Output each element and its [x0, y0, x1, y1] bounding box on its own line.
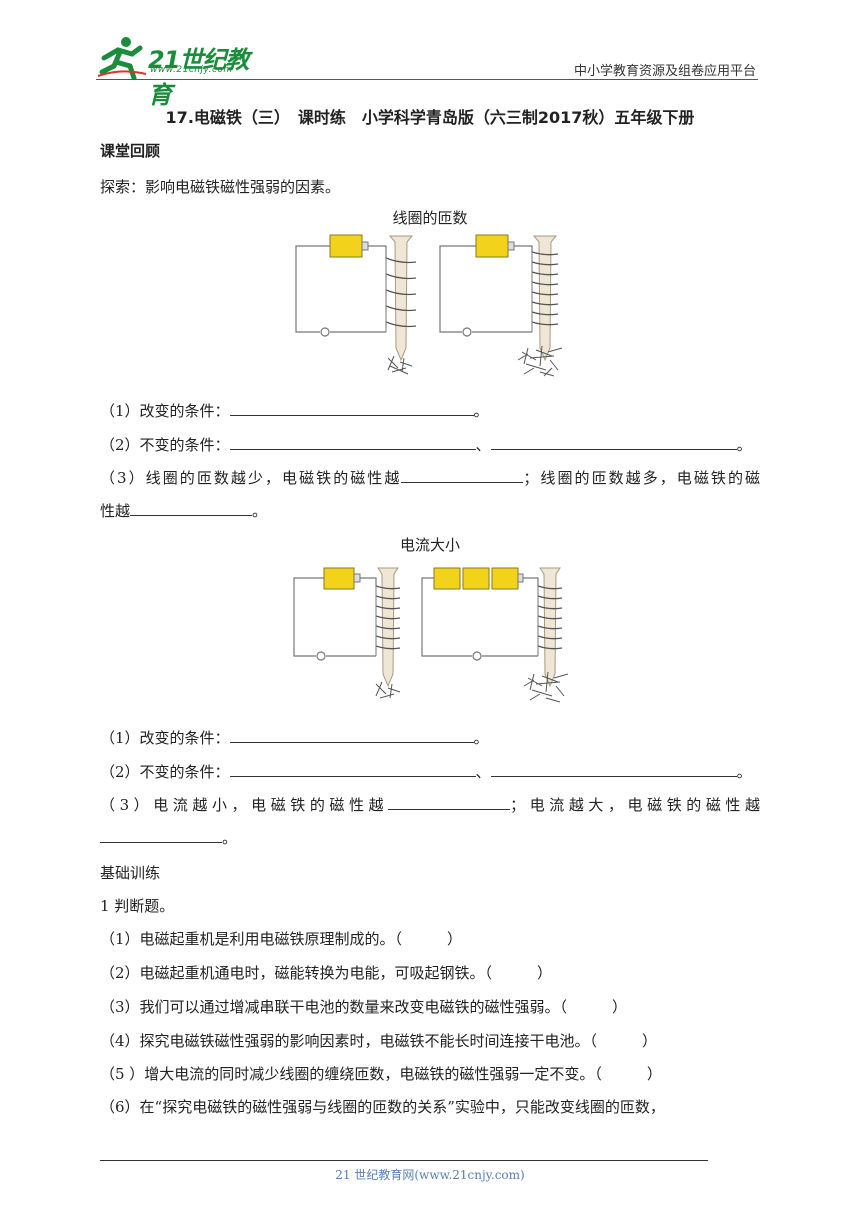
figure-coil-turns [295, 234, 563, 377]
judge-item: （5 ）增大电流的同时减少线圈的缠绕匝数，电磁铁的磁性强弱一定不变。（ ） [100, 1065, 662, 1083]
judge-item: （2）电磁起重机通电时，磁能转换为电能，可吸起钢铁。（ ） [100, 964, 553, 982]
answer-blank[interactable] [490, 762, 737, 777]
q2-relation-line1: （3）电流越小，电磁铁的磁性越；电流越大，电磁铁的磁性越 [100, 795, 760, 814]
q1-relation-line1: （3）线圈的匝数越少，电磁铁的磁性越；线圈的匝数越多，电磁铁的磁 [100, 468, 760, 487]
judge-item: （1）电磁起重机是利用电磁铁原理制成的。（ ） [100, 930, 463, 948]
q2-relation-line2: 。 [100, 827, 237, 848]
answer-blank[interactable] [229, 401, 474, 416]
answer-blank[interactable] [490, 435, 737, 450]
circuit-three-batteries [421, 567, 569, 703]
iron-filings-icon [375, 681, 401, 699]
runner-logo-icon [97, 37, 147, 81]
logo-name: 21世纪教育 [148, 46, 249, 109]
answer-blank[interactable] [229, 728, 474, 743]
battery-icon [323, 567, 355, 590]
q1-constant-condition: （2）不变的条件：、。 [100, 435, 752, 454]
answer-blank[interactable] [229, 435, 476, 450]
section-heading-review: 课堂回顾 [100, 142, 161, 160]
iron-filings-icon [517, 345, 563, 377]
site-logo: 21世纪教育 www.21cnjy.com [96, 34, 266, 109]
answer-blank[interactable] [401, 468, 524, 483]
circuit-many-turns [439, 234, 563, 377]
judge-item: （4）探究电磁铁磁性强弱的影响因素时，电磁铁不能长时间连接干电池。（ ） [100, 1032, 658, 1050]
logo-url: www.21cnjy.com [150, 65, 233, 75]
page-title: 17.电磁铁（三） 课时练 小学科学青岛版（六三制2017秋）五年级下册 [165, 108, 695, 127]
q1-relation-line2: 性越。 [100, 501, 268, 520]
explore-text: 探索：影响电磁铁磁性强弱的因素。 [100, 178, 341, 196]
battery-icon [475, 234, 509, 258]
header-divider [96, 79, 758, 80]
nail-icon [388, 235, 414, 362]
battery-icon [329, 234, 363, 258]
answer-blank[interactable] [388, 795, 511, 810]
answer-blank[interactable] [130, 501, 253, 516]
iron-filings-icon [387, 355, 413, 375]
judge-title: 1 判断题。 [100, 897, 175, 915]
figure2-caption: 电流大小 [399, 536, 460, 554]
figure1-caption: 线圈的匝数 [392, 209, 468, 227]
section-heading-basic: 基础训练 [100, 864, 161, 882]
circuit-few-turns [295, 234, 417, 375]
answer-blank[interactable] [100, 828, 222, 843]
battery-icon [462, 567, 490, 590]
header-platform-text: 中小学教育资源及组卷应用平台 [573, 64, 756, 79]
q2-constant-condition: （2）不变的条件：、。 [100, 762, 752, 781]
answer-blank[interactable] [229, 762, 476, 777]
iron-filings-icon [523, 671, 569, 703]
footer-text: 21 世纪教育网(www.21cnjy.com) [335, 1168, 525, 1182]
judge-item: （6）在“探究电磁铁的磁性强弱与线圈的匝数的关系”实验中，只能改变线圈的匝数， [100, 1098, 665, 1116]
judge-item: （3）我们可以通过增减串联干电池的数量来改变电磁铁的磁性强弱。（ ） [100, 998, 628, 1016]
circuit-one-battery [293, 567, 401, 699]
q2-change-condition: （1）改变的条件：。 [100, 728, 489, 747]
figure-current-size [293, 567, 569, 703]
footer-divider [100, 1160, 708, 1161]
battery-icon [433, 567, 461, 590]
battery-icon [491, 567, 519, 590]
q1-change-condition: （1）改变的条件：。 [100, 401, 489, 420]
